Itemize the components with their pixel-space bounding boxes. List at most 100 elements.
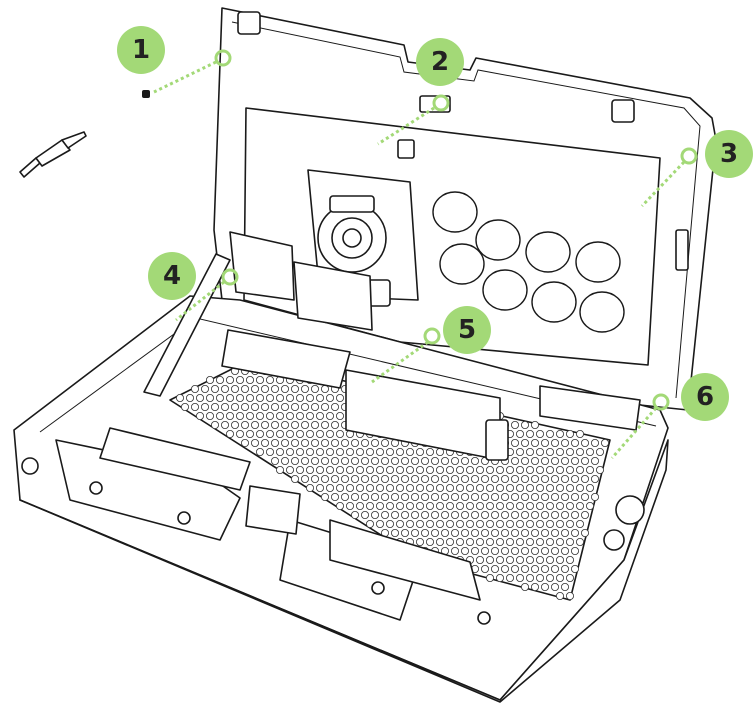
- honeycomb-hole: [510, 529, 519, 538]
- screw-marker-2: [432, 94, 450, 112]
- honeycomb-hole: [566, 592, 575, 601]
- honeycomb-hole: [556, 538, 565, 547]
- honeycomb-hole: [445, 465, 454, 474]
- honeycomb-hole: [531, 547, 540, 556]
- honeycomb-hole: [365, 520, 374, 529]
- honeycomb-hole: [571, 474, 580, 483]
- honeycomb-hole: [190, 402, 199, 411]
- honeycomb-hole: [465, 465, 474, 474]
- honeycomb-hole: [475, 465, 484, 474]
- honeycomb-hole: [285, 393, 294, 402]
- honeycomb-hole: [536, 538, 545, 547]
- honeycomb-hole: [541, 547, 550, 556]
- honeycomb-hole: [385, 465, 394, 474]
- honeycomb-hole: [230, 384, 239, 393]
- honeycomb-hole: [576, 538, 585, 547]
- honeycomb-hole: [405, 483, 414, 492]
- honeycomb-hole: [521, 438, 530, 447]
- honeycomb-hole: [315, 393, 324, 402]
- leader-3: [640, 160, 686, 208]
- honeycomb-hole: [440, 492, 449, 501]
- honeycomb-hole: [295, 393, 304, 402]
- honeycomb-hole: [375, 447, 384, 456]
- honeycomb-hole: [561, 492, 570, 501]
- honeycomb-hole: [320, 438, 329, 447]
- honeycomb-hole: [485, 501, 494, 510]
- honeycomb-hole: [551, 438, 560, 447]
- honeycomb-hole: [325, 483, 334, 492]
- screw-marker-4: [221, 268, 239, 286]
- honeycomb-hole: [420, 510, 429, 519]
- honeycomb-hole: [325, 429, 334, 438]
- honeycomb-hole: [541, 583, 550, 592]
- honeycomb-hole: [290, 420, 299, 429]
- honeycomb-hole: [245, 411, 254, 420]
- honeycomb-hole: [355, 501, 364, 510]
- honeycomb-hole: [440, 474, 449, 483]
- honeycomb-hole: [521, 565, 530, 574]
- honeycomb-hole: [566, 483, 575, 492]
- honeycomb-hole: [265, 375, 274, 384]
- callout-6: 6: [681, 373, 729, 421]
- honeycomb-hole: [566, 501, 575, 510]
- honeycomb-hole: [335, 483, 344, 492]
- honeycomb-hole: [510, 420, 519, 429]
- honeycomb-hole: [495, 574, 504, 583]
- honeycomb-hole: [335, 465, 344, 474]
- honeycomb-hole: [245, 429, 254, 438]
- honeycomb-hole: [480, 510, 489, 519]
- honeycomb-hole: [310, 402, 319, 411]
- honeycomb-hole: [516, 556, 525, 565]
- honeycomb-hole: [250, 438, 259, 447]
- honeycomb-hole: [556, 556, 565, 565]
- honeycomb-hole: [260, 384, 269, 393]
- honeycomb-hole: [490, 492, 499, 501]
- screwdriver-icon: [19, 131, 87, 178]
- honeycomb-hole: [310, 456, 319, 465]
- honeycomb-hole: [576, 520, 585, 529]
- honeycomb-hole: [260, 438, 269, 447]
- honeycomb-hole: [536, 483, 545, 492]
- honeycomb-hole: [390, 456, 399, 465]
- honeycomb-hole: [556, 501, 565, 510]
- honeycomb-hole: [531, 529, 540, 538]
- honeycomb-hole: [360, 474, 369, 483]
- honeycomb-hole: [490, 547, 499, 556]
- honeycomb-hole: [510, 456, 519, 465]
- honeycomb-hole: [440, 510, 449, 519]
- honeycomb-hole: [275, 447, 284, 456]
- honeycomb-hole: [255, 393, 264, 402]
- honeycomb-hole: [380, 456, 389, 465]
- honeycomb-hole: [536, 447, 545, 456]
- honeycomb-hole: [601, 438, 610, 447]
- honeycomb-hole: [320, 492, 329, 501]
- honeycomb-hole: [345, 483, 354, 492]
- honeycomb-hole: [400, 474, 409, 483]
- honeycomb-hole: [430, 529, 439, 538]
- leader-6: [610, 407, 658, 459]
- honeycomb-hole: [230, 402, 239, 411]
- honeycomb-hole: [541, 456, 550, 465]
- honeycomb-hole: [521, 529, 530, 538]
- honeycomb-hole: [255, 429, 264, 438]
- honeycomb-hole: [596, 447, 605, 456]
- honeycomb-hole: [551, 474, 560, 483]
- honeycomb-hole: [350, 456, 359, 465]
- honeycomb-hole: [571, 438, 580, 447]
- honeycomb-hole: [561, 456, 570, 465]
- honeycomb-hole: [526, 501, 535, 510]
- callout-1: 1: [117, 26, 165, 74]
- honeycomb-hole: [445, 520, 454, 529]
- honeycomb-hole: [546, 556, 555, 565]
- honeycomb-hole: [395, 465, 404, 474]
- screw-marker-5: [423, 327, 441, 345]
- honeycomb-hole: [460, 510, 469, 519]
- honeycomb-hole: [335, 393, 344, 402]
- honeycomb-hole: [410, 492, 419, 501]
- callout-3: 3: [705, 130, 753, 178]
- honeycomb-hole: [450, 456, 459, 465]
- honeycomb-hole: [385, 483, 394, 492]
- honeycomb-hole: [260, 420, 269, 429]
- action-buttons: [432, 191, 625, 333]
- honeycomb-hole: [300, 420, 309, 429]
